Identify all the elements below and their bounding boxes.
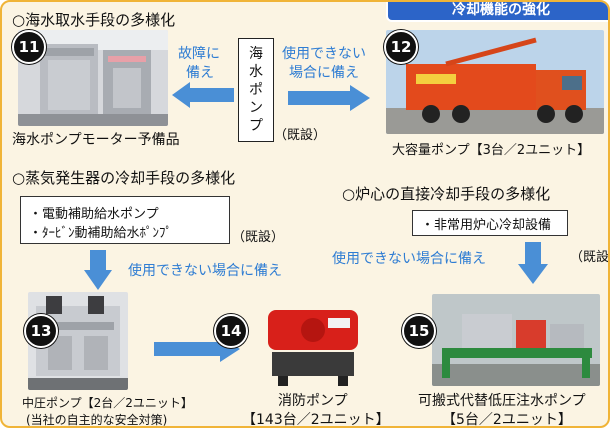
arrow-right-to-large-pump [288,85,370,111]
medium-pump-note: (当社の自主的な安全対策) [26,413,168,427]
section-title-seawater: ○海水取水手段の多様化 [12,11,176,29]
badge-15: 15 [402,314,436,348]
sg-pump-line1: ・電動補助給水ポンプ [29,207,159,222]
large-pump-photo [386,30,604,134]
fire-pump-photo [258,302,368,388]
badge-13: 13 [24,314,58,348]
sg-pump-line2: ・ﾀｰﾋﾞﾝ動補助給水ﾎﾟﾝﾌﾟ [29,226,173,241]
unusable-label-line2: 場合に備え [289,65,359,81]
arrow-down-to-portable-pump [518,242,548,284]
arrow-left-to-motor [172,82,234,108]
unusable-core-label: 使用できない場合に備え [332,251,486,267]
seawater-pump-label: 海 水 ポ ン プ [239,39,273,135]
seawater-pump-status: （既設） [274,128,327,143]
failure-label-line1: 故障に [178,46,220,62]
core-cooling-box: ・非常用炉心冷却設備 [412,210,568,236]
fire-pump-caption: 消防ポンプ [278,393,348,409]
unusable-label-line1: 使用できない [282,46,366,62]
failure-label-line2: 備え [186,65,214,81]
unusable-sg-label: 使用できない場合に備え [128,263,282,279]
portable-pump-caption: 可搬式代替低圧注水ポンプ [418,393,586,409]
medium-pump-caption: 中圧ポンプ【2台／2ユニット】 [22,396,193,410]
pump-char-1: 海 [249,46,263,62]
section-title-steam-generator: ○蒸気発生器の冷却手段の多様化 [12,169,236,187]
badge-11: 11 [12,30,46,64]
sg-pump-box: ・電動補助給水ポンプ ・ﾀｰﾋﾞﾝ動補助給水ﾎﾟﾝﾌﾟ [20,196,230,244]
seawater-pump-box: 海 水 ポ ン プ [238,38,274,142]
core-cooling-status: （既設） [570,250,610,265]
portable-pump-photo [432,294,600,386]
section-title-core: ○炉心の直接冷却手段の多様化 [342,185,551,203]
pump-char-2: 水 [249,64,263,80]
large-pump-caption: 大容量ポンプ【3台／2ユニット】 [392,143,591,158]
fire-pump-count: 【143台／2ユニット】 [242,412,390,428]
pump-char-5: プ [249,118,263,134]
portable-pump-count: 【5台／2ユニット】 [442,412,572,428]
badge-12: 12 [384,30,418,64]
motor-spare-photo [18,30,168,126]
badge-14: 14 [214,314,248,348]
arrow-down-to-medium-pump [84,250,112,290]
pump-char-4: ン [249,100,263,116]
pump-char-3: ポ [249,82,263,98]
motor-spare-caption: 海水ポンプモーター予備品 [12,132,180,148]
header-banner: 冷却機能の強化 [386,2,608,22]
sg-pump-status: （既設） [232,230,285,245]
core-cooling-line1: ・非常用炉心冷却設備 [421,218,552,233]
